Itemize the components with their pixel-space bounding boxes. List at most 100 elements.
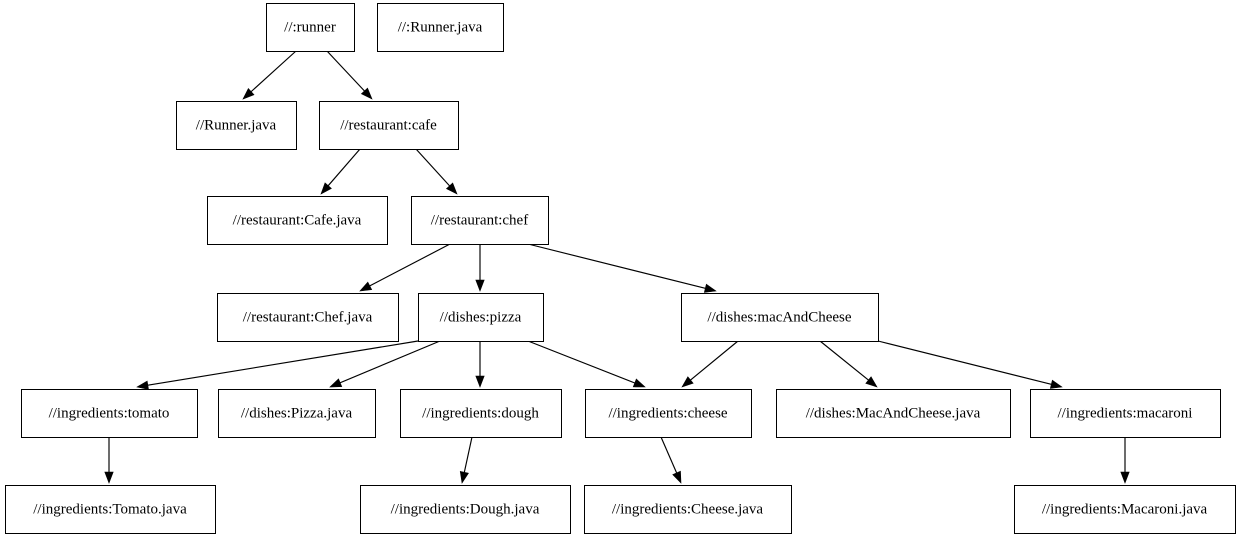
node-label: //:runner bbox=[284, 19, 336, 35]
node-label: //dishes:Pizza.java bbox=[241, 405, 353, 421]
graph-node-ing_dough_java[interactable]: //ingredients:Dough.java bbox=[360, 485, 571, 534]
node-label: //:Runner.java bbox=[398, 19, 483, 35]
node-box[interactable] bbox=[585, 389, 752, 438]
graph-node-ing_dough[interactable]: //ingredients:dough bbox=[400, 389, 562, 438]
graph-edge bbox=[475, 341, 485, 388]
edge-line bbox=[660, 436, 678, 474]
node-box[interactable] bbox=[1030, 389, 1221, 438]
node-label: //ingredients:Tomato.java bbox=[33, 501, 187, 517]
node-box[interactable] bbox=[1014, 485, 1236, 534]
graph-node-ing_macaroni_java[interactable]: //ingredients:Macaroni.java bbox=[1014, 485, 1236, 534]
edge-line bbox=[250, 50, 297, 93]
graph-node-dishes_macandcheese[interactable]: //dishes:macAndCheese bbox=[681, 293, 879, 342]
edge-arrowhead bbox=[445, 182, 458, 195]
graph-edge bbox=[660, 436, 682, 484]
graph-edge bbox=[527, 340, 646, 388]
edge-arrowhead bbox=[104, 471, 114, 484]
node-label: //dishes:pizza bbox=[440, 309, 522, 325]
edge-arrowhead bbox=[136, 380, 149, 390]
nodes-layer: //:runner //:Runner.java //Runner.java //re… bbox=[5, 3, 1236, 534]
edge-line bbox=[527, 340, 635, 384]
graph-edge bbox=[242, 50, 297, 100]
node-box[interactable] bbox=[681, 293, 879, 342]
graph-edge bbox=[326, 50, 373, 100]
node-box[interactable] bbox=[21, 389, 198, 438]
edge-arrowhead bbox=[672, 470, 682, 484]
edge-line bbox=[326, 50, 365, 92]
edge-line bbox=[415, 148, 451, 187]
graph-node-ing_cheese_java[interactable]: //ingredients:Cheese.java bbox=[584, 485, 792, 534]
node-label: //ingredients:Macaroni.java bbox=[1042, 501, 1208, 517]
edge-arrowhead bbox=[475, 279, 485, 292]
edge-arrowhead bbox=[1049, 379, 1063, 389]
edge-line bbox=[690, 340, 739, 381]
graph-node-restaurant_cafe[interactable]: //restaurant:cafe bbox=[319, 101, 459, 150]
graph-node-restaurant_chef_java[interactable]: //restaurant:Chef.java bbox=[217, 293, 399, 342]
edge-line bbox=[339, 340, 441, 384]
graph-edge bbox=[359, 243, 451, 292]
node-box[interactable] bbox=[411, 196, 549, 245]
node-box[interactable] bbox=[400, 389, 562, 438]
edge-arrowhead bbox=[681, 376, 694, 388]
graph-edge bbox=[527, 243, 717, 293]
graph-edge bbox=[329, 340, 441, 388]
graph-edge bbox=[320, 148, 361, 195]
edge-line bbox=[327, 148, 361, 187]
graph-edge bbox=[104, 437, 114, 484]
edge-arrowhead bbox=[1120, 471, 1130, 484]
node-label: //restaurant:Chef.java bbox=[243, 309, 373, 325]
node-label: //ingredients:Dough.java bbox=[391, 501, 540, 517]
edge-arrowhead bbox=[320, 182, 332, 195]
graph-node-restaurant_chef[interactable]: //restaurant:chef bbox=[411, 196, 549, 245]
graph-node-restaurant_cafe_java[interactable]: //restaurant:Cafe.java bbox=[207, 196, 388, 245]
node-box[interactable] bbox=[217, 293, 399, 342]
node-box[interactable] bbox=[584, 485, 792, 534]
edge-line bbox=[147, 340, 419, 386]
node-box[interactable] bbox=[319, 101, 459, 150]
graph-node-runner[interactable]: //:runner bbox=[266, 3, 355, 52]
graph-edge bbox=[459, 436, 473, 484]
node-box[interactable] bbox=[360, 485, 571, 534]
graph-edge bbox=[877, 340, 1063, 389]
edge-arrowhead bbox=[359, 281, 373, 292]
graph-node-ing_cheese[interactable]: //ingredients:cheese bbox=[585, 389, 752, 438]
graph-node-ing_tomato_java[interactable]: //ingredients:Tomato.java bbox=[5, 485, 216, 534]
node-box[interactable] bbox=[176, 101, 297, 150]
graph-node-ing_macaroni[interactable]: //ingredients:macaroni bbox=[1030, 389, 1221, 438]
graph-node-dishes_mac_java[interactable]: //dishes:MacAndCheese.java bbox=[776, 389, 1011, 438]
node-label: //ingredients:dough bbox=[422, 405, 539, 421]
node-box[interactable] bbox=[776, 389, 1011, 438]
edge-arrowhead bbox=[360, 87, 373, 100]
graph-node-runner_java_root[interactable]: //:Runner.java bbox=[377, 3, 504, 52]
graph-edge bbox=[475, 244, 485, 292]
node-label: //restaurant:cafe bbox=[340, 117, 437, 133]
edge-line bbox=[463, 436, 473, 473]
edge-line bbox=[527, 243, 706, 289]
node-box[interactable] bbox=[377, 3, 504, 52]
node-label: //ingredients:cheese bbox=[608, 405, 727, 421]
graph-node-ing_tomato[interactable]: //ingredients:tomato bbox=[21, 389, 198, 438]
node-box[interactable] bbox=[5, 485, 216, 534]
edge-arrowhead bbox=[475, 375, 485, 388]
edge-line bbox=[369, 243, 451, 287]
graph-node-dishes_pizza[interactable]: //dishes:pizza bbox=[418, 293, 544, 342]
node-box[interactable] bbox=[218, 389, 376, 438]
node-label: //Runner.java bbox=[196, 117, 277, 133]
graph-node-dishes_pizza_java[interactable]: //dishes:Pizza.java bbox=[218, 389, 376, 438]
node-box[interactable] bbox=[418, 293, 544, 342]
node-box[interactable] bbox=[207, 196, 388, 245]
edge-arrowhead bbox=[703, 283, 717, 293]
graph-edge bbox=[415, 148, 458, 195]
graph-edge bbox=[681, 340, 739, 388]
node-label: //dishes:macAndCheese bbox=[707, 309, 851, 325]
graph-edge bbox=[819, 340, 878, 388]
edge-line bbox=[819, 340, 869, 381]
graph-node-runner_java[interactable]: //Runner.java bbox=[176, 101, 297, 150]
node-label: //restaurant:Cafe.java bbox=[233, 212, 362, 228]
graph-edge bbox=[1120, 437, 1130, 484]
node-label: //restaurant:chef bbox=[431, 212, 528, 228]
edge-arrowhead bbox=[242, 87, 255, 100]
node-box[interactable] bbox=[266, 3, 355, 52]
node-label: //ingredients:Cheese.java bbox=[612, 501, 764, 517]
